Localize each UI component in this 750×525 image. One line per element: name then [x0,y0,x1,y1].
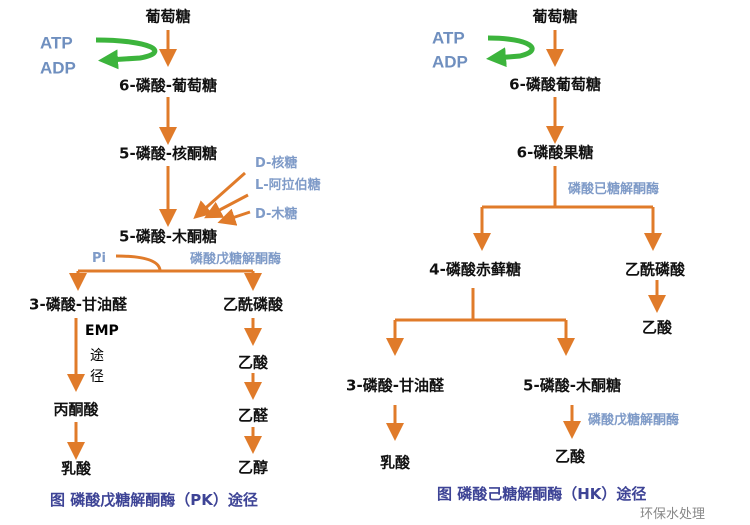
pk-acetyl-p: 乙酰磷酸 [222,295,284,314]
hk-f6p: 6-磷酸果糖 [516,143,594,162]
pk-emp-tu: 途 [90,348,104,364]
arrow [217,208,251,226]
pk-acetate: 乙酸 [237,353,269,372]
pk-xu5p: 5-磷酸-木酮糖 [119,227,217,246]
hk-g6p: 6-磷酸葡萄糖 [509,75,601,94]
pk-pi: Pi [92,251,106,266]
hk-acetate: 乙酸 [554,447,586,466]
pk-acetaldehyde: 乙醛 [237,406,269,425]
pi-curve [115,254,162,271]
pk-emp: EMP [85,323,119,339]
hk-atp: ATP [432,28,465,48]
hk-acetate-top: 乙酸 [641,318,673,337]
pk-emp-jing: 径 [90,369,104,385]
pk-enzyme: 磷酸戊糖解酮酶 [190,252,282,267]
hk-glucose: 葡萄糖 [532,7,578,26]
pk-atp: ATP [40,33,73,53]
hk-xu5p: 5-磷酸-木酮糖 [523,376,621,395]
pk-glucose: 葡萄糖 [145,7,191,26]
atp-adp-arrow [486,35,535,68]
pk-l-arabinose: L-阿拉伯糖 [255,178,321,193]
pk-d-xylose: D-木糖 [255,207,298,222]
pk-d-ribose: D-核糖 [255,156,298,171]
pk-g3p: 3-磷酸-甘油醛 [29,295,127,314]
pk-ru5p: 5-磷酸-核酮糖 [119,144,217,163]
pk-adp: ADP [40,58,76,78]
hk-adp: ADP [432,52,468,72]
atp-adp-arrow [95,37,158,70]
hk-e4p: 4-磷酸赤藓糖 [429,260,521,279]
hk-enzyme: 磷酸已糖解酮酶 [568,182,660,197]
hk-enzyme2: 磷酸戊糖解酮酶 [588,413,680,428]
pk-ethanol: 乙醇 [237,458,269,477]
hk-caption: 图 磷酸己糖解酮酶（HK）途径 [437,485,647,503]
pk-caption: 图 磷酸戊糖解酮酶（PK）途径 [50,491,258,509]
hk-lactate: 乳酸 [379,453,411,472]
hk-g3p: 3-磷酸-甘油醛 [346,376,444,395]
hk-acetyl-p: 乙酰磷酸 [624,260,686,279]
pk-lactate: 乳酸 [60,459,92,478]
watermark: 环保水处理 [640,507,706,522]
pk-g6p: 6-磷酸-葡萄糖 [119,76,217,95]
pk-pyruvate: 丙酮酸 [53,400,99,419]
